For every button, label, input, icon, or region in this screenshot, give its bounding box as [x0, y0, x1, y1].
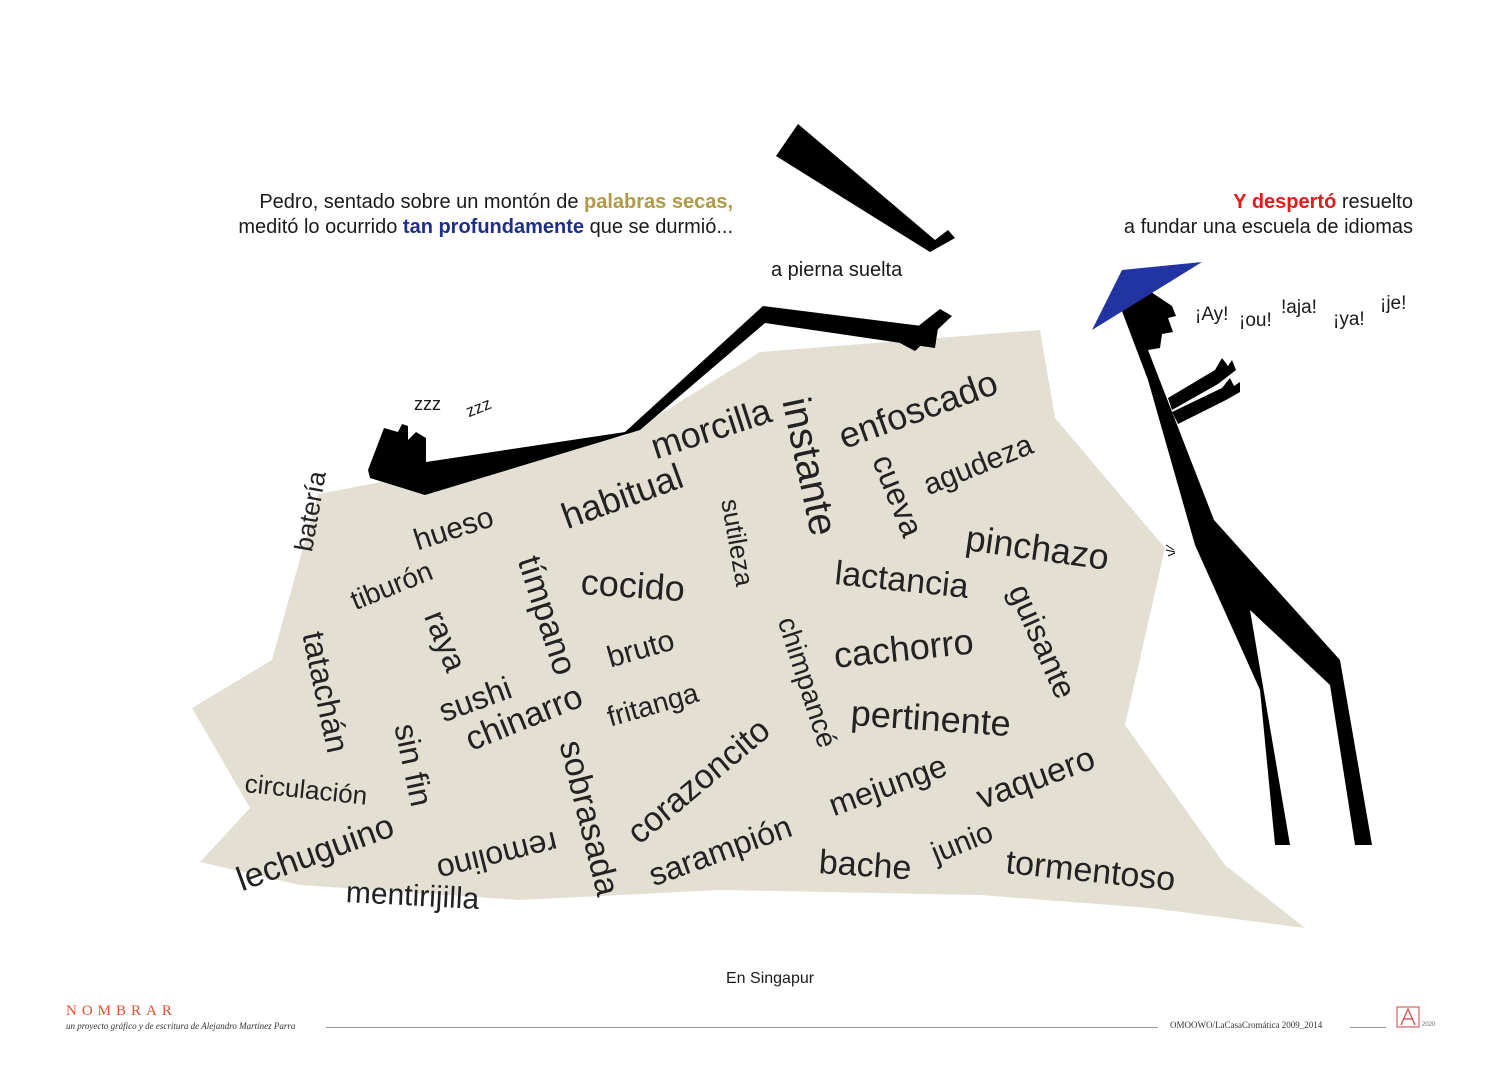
raised-leg — [776, 124, 955, 252]
caption-left-line1: Pedro, sentado sobre un montón de palabr… — [238, 190, 733, 215]
awake-figure-arm — [1168, 358, 1236, 410]
sleeping-figure-body — [368, 306, 938, 495]
caption-right-line2: a fundar una escuela de idiomas — [1123, 216, 1413, 238]
caption-highlight-gold: palabras secas, — [584, 191, 733, 213]
hat-icon — [1092, 262, 1202, 330]
exclamation: ¡Ay! — [1195, 304, 1229, 325]
pile-word: cocido — [579, 561, 687, 610]
caption-text: que se durmió... — [584, 216, 733, 238]
footer-rule-short — [1350, 1027, 1386, 1028]
exclamation: ¡je! — [1380, 293, 1407, 314]
footer-credit: OMOOWO/LaCasaCromática 2009_2014 — [1170, 1020, 1323, 1030]
exclamation: !aja! — [1281, 297, 1317, 318]
caption-left-line2: meditó lo ocurrido tan profundamente que… — [238, 215, 733, 240]
caption-right-line1: Y despertó resuelto — [1124, 190, 1413, 215]
caption-text: resuelto — [1336, 191, 1413, 213]
location-text: En Singapur — [726, 970, 815, 987]
exclamation: ¡ou! — [1239, 310, 1272, 331]
caption-highlight-navy: tan profundamente — [402, 216, 585, 238]
awake-figure-body — [1117, 290, 1372, 845]
pile-word: bache — [817, 843, 913, 888]
zzz-text: zzz — [414, 394, 441, 414]
brand-title: NOMBRAR — [66, 1003, 177, 1019]
caption-left: Pedro, sentado sobre un montón de palabr… — [238, 190, 733, 240]
exclamation: ¡ya! — [1333, 309, 1365, 330]
pierna-label: a pierna suelta — [771, 259, 903, 281]
footer-rule — [326, 1027, 1158, 1028]
pile-word: mentirijilla — [345, 876, 481, 916]
brand-subtitle: un proyecto gráfico y de escritura de Al… — [66, 1021, 296, 1031]
publisher-logo-icon — [1396, 1006, 1420, 1028]
caption-right: Y despertó resuelto a fundar una escuela… — [1124, 190, 1413, 240]
caption-highlight-red: Y despertó — [1233, 191, 1337, 213]
footer-year: 2020 — [1422, 1022, 1436, 1028]
caption-text: meditó lo ocurrido — [238, 216, 403, 238]
sleeping-figure-leg — [898, 309, 952, 351]
caption-text: Pedro, sentado sobre un montón de — [259, 191, 584, 213]
wake-spark-icon — [1165, 544, 1176, 557]
awake-figure-arm-2 — [1172, 378, 1240, 424]
